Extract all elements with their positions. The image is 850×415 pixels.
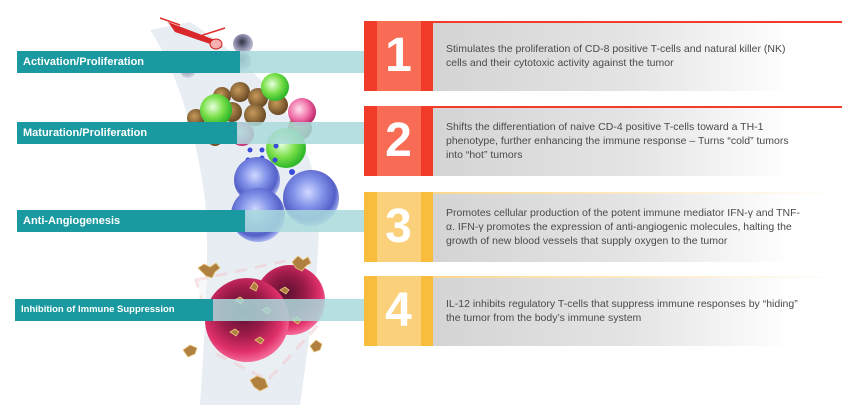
stage-label: Maturation/Proliferation <box>17 122 237 144</box>
step-top-rule <box>364 192 842 194</box>
step-number: 4 <box>385 284 412 337</box>
stage-connector <box>213 299 364 321</box>
step-panel-background <box>433 23 793 91</box>
stage-bar-maturation-proliferation: Maturation/Proliferation <box>0 122 364 144</box>
step-top-rule <box>364 21 842 23</box>
stage-bar-anti-angiogenesis: Anti-Angiogenesis <box>0 210 364 232</box>
step-description: Promotes cellular production of the pote… <box>446 207 801 247</box>
stage-connector <box>240 51 364 73</box>
step-description: IL-12 inhibits regulatory T-cells that s… <box>446 298 798 324</box>
stage-bar-inhibition-immune-suppression: Inhibition of Immune Suppression <box>0 299 364 321</box>
stage-label: Inhibition of Immune Suppression <box>15 299 213 321</box>
step-number-badge: 3 <box>364 192 433 262</box>
step-1: 1 Stimulates the proliferation of CD-8 p… <box>364 21 844 91</box>
step-number-badge: 2 <box>364 106 433 176</box>
stage-connector <box>245 210 364 232</box>
step-description: Stimulates the proliferation of CD-8 pos… <box>446 43 786 69</box>
step-number-badge: 1 <box>364 21 433 91</box>
step-number-badge: 4 <box>364 276 433 346</box>
step-number: 2 <box>385 114 412 167</box>
stage-label: Activation/Proliferation <box>17 51 240 73</box>
stage-label: Anti-Angiogenesis <box>17 210 245 232</box>
step-2: 2 Shifts the differentiation of naive CD… <box>364 106 844 176</box>
stage-connector <box>237 122 364 144</box>
step-3: 3 Promotes cellular production of the po… <box>364 192 844 262</box>
step-number: 1 <box>385 29 412 82</box>
step-top-rule <box>364 106 842 108</box>
step-panel-background <box>433 194 793 262</box>
step-top-rule <box>364 276 842 278</box>
step-panel-background <box>433 108 793 176</box>
step-number: 3 <box>385 200 412 253</box>
stage-bar-activation-proliferation: Activation/Proliferation <box>0 51 364 73</box>
step-panel-background <box>433 278 793 346</box>
step-4: 4 IL-12 inhibits regulatory T-cells that… <box>364 276 844 346</box>
step-description: Shifts the differentiation of naive CD-4… <box>446 121 789 161</box>
